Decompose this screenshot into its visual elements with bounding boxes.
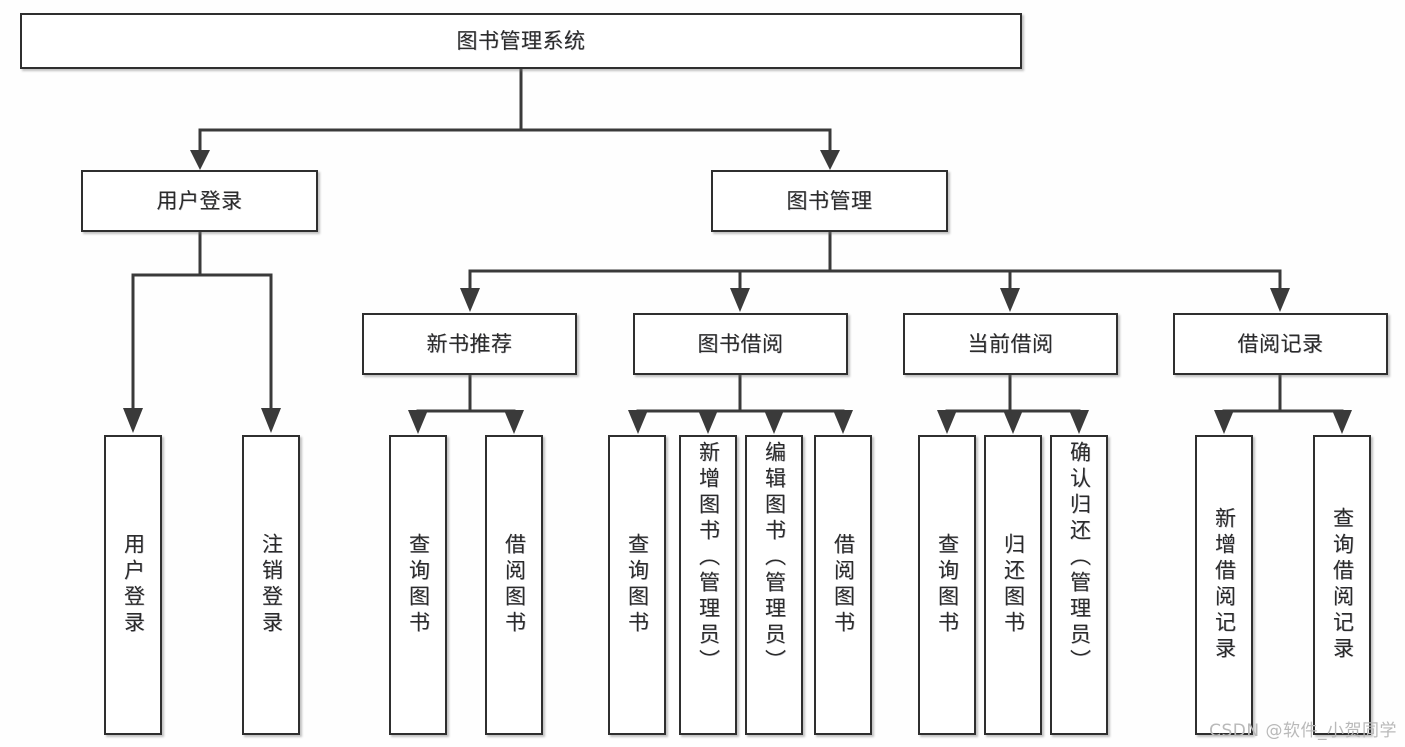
label-wrap: 借阅图书 — [487, 437, 541, 733]
node-label: 查询图书 — [406, 533, 431, 637]
label-wrap: 新增借阅记录 — [1197, 437, 1251, 733]
edge-root-to-user-login — [198, 66, 523, 159]
node-label: 用户登录 — [156, 188, 243, 213]
label-wrap: 新增图书（管理员） — [681, 437, 735, 733]
arrowhead-query-book-2 — [628, 410, 648, 434]
leaf-node-query-book-1[interactable]: 查询图书 — [389, 435, 447, 735]
label-wrap: 用户登录 — [106, 437, 160, 733]
arrowhead-query-book-3 — [937, 410, 957, 434]
arrowhead-return-book — [1003, 410, 1023, 434]
label-wrap: 编辑图书（管理员） — [747, 437, 801, 733]
node-label: 用户登录 — [121, 533, 146, 637]
leaf-node-borrow-book-2[interactable]: 借阅图书 — [814, 435, 872, 735]
node-current-borrowing[interactable]: 当前借阅 — [903, 313, 1118, 375]
arrowhead-user-login — [190, 150, 210, 170]
node-label: 新书推荐 — [426, 331, 513, 356]
edge-book-manage-to-current-borrow — [828, 269, 1012, 292]
label-wrap: 查询图书 — [920, 437, 974, 733]
edge-book-manage-to-book-borrow — [738, 269, 832, 292]
edge-borrow-record-to-leaf-2 — [1278, 409, 1344, 420]
arrowhead-book-manage — [820, 150, 840, 170]
arrowhead-edit-book — [764, 410, 784, 434]
node-user-login[interactable]: 用户登录 — [81, 170, 318, 232]
node-label: 确认归还（管理员） — [1067, 441, 1092, 675]
edge-current-borrow-to-leaf-1 — [945, 373, 1012, 420]
label-wrap: 借阅图书 — [816, 437, 870, 733]
node-book-borrowing[interactable]: 图书借阅 — [633, 313, 848, 375]
node-borrowing-record[interactable]: 借阅记录 — [1173, 313, 1388, 375]
leaf-node-logout[interactable]: 注销登录 — [242, 435, 300, 735]
arrowhead-add-book — [698, 410, 718, 434]
arrowhead-borrow-book-2 — [833, 410, 853, 434]
node-label: 图书管理 — [786, 188, 873, 213]
arrowhead-leaf-user-login — [123, 408, 143, 433]
node-new-book-recommendation[interactable]: 新书推荐 — [362, 313, 577, 375]
node-label: 新增图书（管理员） — [696, 441, 721, 675]
leaf-node-borrow-book-1[interactable]: 借阅图书 — [485, 435, 543, 735]
label-wrap: 归还图书 — [986, 437, 1040, 733]
leaf-node-return-book[interactable]: 归还图书 — [984, 435, 1042, 735]
edge-user-login-to-leaf-2 — [198, 273, 273, 417]
arrowhead-confirm-return — [1069, 410, 1089, 434]
arrowhead-borrow-record — [1270, 288, 1290, 312]
node-label: 归还图书 — [1001, 533, 1026, 637]
edge-root-to-book-manage — [519, 128, 832, 159]
label-wrap: 查询借阅记录 — [1315, 437, 1369, 733]
arrowhead-book-borrow — [730, 288, 750, 312]
node-label: 图书借阅 — [697, 331, 784, 356]
leaf-node-edit-book-admin[interactable]: 编辑图书（管理员） — [745, 435, 803, 735]
arrowhead-add-record — [1214, 410, 1234, 434]
node-label: 编辑图书（管理员） — [762, 441, 787, 675]
arrowhead-leaf-logout — [261, 408, 281, 433]
edge-user-login-to-leaf-1 — [131, 230, 202, 417]
leaf-node-query-borrow-record[interactable]: 查询借阅记录 — [1313, 435, 1371, 735]
leaf-node-user-login[interactable]: 用户登录 — [104, 435, 162, 735]
edge-book-manage-to-borrow-record — [828, 269, 1282, 292]
leaf-node-query-book-3[interactable]: 查询图书 — [918, 435, 976, 735]
arrowhead-new-book-rec — [460, 288, 480, 312]
label-wrap: 查询图书 — [610, 437, 664, 733]
node-label: 新增借阅记录 — [1212, 507, 1237, 663]
edge-book-manage-to-new-book-rec — [468, 230, 832, 292]
node-label: 图书管理系统 — [456, 28, 586, 53]
node-label: 借阅图书 — [831, 533, 856, 637]
node-label: 借阅图书 — [502, 533, 527, 637]
leaf-node-confirm-return-admin[interactable]: 确认归还（管理员） — [1050, 435, 1108, 735]
node-label: 查询借阅记录 — [1330, 507, 1355, 663]
arrowhead-query-record — [1332, 410, 1352, 434]
node-root-book-management-system[interactable]: 图书管理系统 — [20, 13, 1022, 69]
edge-book-borrow-to-leaf-4 — [738, 409, 845, 420]
arrowhead-borrow-book-1 — [504, 410, 524, 434]
label-wrap: 确认归还（管理员） — [1052, 437, 1106, 733]
node-label: 当前借阅 — [967, 331, 1054, 356]
leaf-node-query-book-2[interactable]: 查询图书 — [608, 435, 666, 735]
node-label: 查询图书 — [935, 533, 960, 637]
leaf-node-add-borrow-record[interactable]: 新增借阅记录 — [1195, 435, 1253, 735]
arrowhead-query-book-1 — [408, 410, 428, 434]
leaf-node-add-book-admin[interactable]: 新增图书（管理员） — [679, 435, 737, 735]
node-label: 注销登录 — [259, 533, 284, 637]
node-label: 查询图书 — [625, 533, 650, 637]
node-label: 借阅记录 — [1237, 331, 1324, 356]
arrowhead-current-borrow — [1000, 288, 1020, 312]
node-book-management[interactable]: 图书管理 — [711, 170, 948, 232]
label-wrap: 注销登录 — [244, 437, 298, 733]
label-wrap: 查询图书 — [391, 437, 445, 733]
